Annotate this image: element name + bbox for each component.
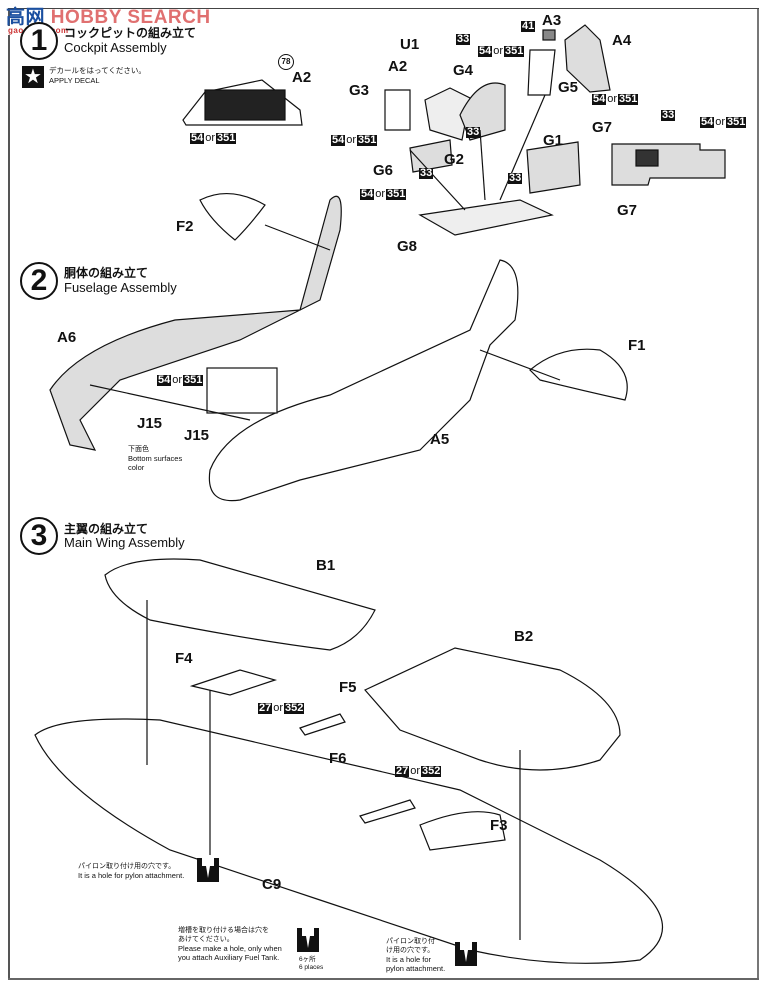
part-f4-flap bbox=[189, 669, 278, 696]
label-j15-b: J15 bbox=[184, 427, 210, 444]
part-g6-console bbox=[409, 139, 453, 173]
part-a3 bbox=[542, 29, 556, 41]
label-a5: A5 bbox=[430, 431, 450, 448]
part-a6-fuselage-half bbox=[49, 195, 342, 451]
label-j15-a: J15 bbox=[137, 415, 163, 432]
paint-callout-a3: 41 bbox=[521, 20, 536, 32]
part-f2-stabilizer bbox=[199, 192, 266, 241]
label-a2: A2 bbox=[388, 58, 408, 75]
g7-detail bbox=[611, 143, 726, 186]
watermark-brand: HOBBY SEARCH bbox=[50, 7, 211, 28]
paint-callout-g7-detail-33: 33 bbox=[661, 109, 676, 121]
part-g5-frame bbox=[527, 49, 556, 96]
part-f1-stabilizer bbox=[529, 348, 628, 401]
page-frame bbox=[8, 8, 759, 980]
label-f4: F4 bbox=[175, 650, 193, 667]
part-f6-flap bbox=[359, 799, 416, 824]
instrument-panel-decal bbox=[204, 89, 286, 121]
label-g6: G6 bbox=[373, 162, 394, 179]
drill-hole-icon bbox=[197, 858, 219, 882]
label-g2: G2 bbox=[444, 151, 465, 168]
part-b1-wing-upper bbox=[104, 558, 376, 651]
label-g3: G3 bbox=[349, 82, 370, 99]
step-3-title-en: Main Wing Assembly bbox=[64, 535, 185, 550]
step-3-title-jp: 主翼の組み立て bbox=[64, 522, 149, 536]
label-f2: F2 bbox=[176, 218, 194, 235]
lower-wing bbox=[34, 718, 664, 964]
label-g1: G1 bbox=[543, 132, 564, 149]
label-g7: G7 bbox=[592, 119, 613, 136]
step-1-title-jp: コックピットの組み立て bbox=[64, 26, 197, 40]
part-a4-bulkhead bbox=[564, 24, 611, 93]
label-a6: A6 bbox=[57, 329, 77, 346]
part-b2-wing-upper bbox=[364, 647, 621, 771]
decal-note: デカールをはってください。 APPLY DECAL bbox=[49, 66, 146, 86]
label-b2: B2 bbox=[514, 628, 534, 645]
label-b1: B1 bbox=[316, 557, 336, 574]
part-f5-flap bbox=[299, 713, 346, 736]
paint-callout-g6-top: 33 bbox=[466, 126, 481, 138]
label-g5: G5 bbox=[558, 79, 579, 96]
part-g4-seat bbox=[459, 82, 506, 141]
label-u1: U1 bbox=[400, 36, 420, 53]
fuel-tank-hole-note: 増槽を取り付ける場合は穴を あけてください。 Please make a hol… bbox=[178, 926, 282, 962]
step-1-number: 1 bbox=[20, 22, 58, 60]
drill-hole-icon bbox=[297, 928, 319, 952]
top-rule bbox=[8, 8, 759, 9]
bottom-color-note-en1: Bottom surfaces bbox=[128, 453, 183, 463]
decal-note-en: APPLY DECAL bbox=[49, 75, 100, 85]
star-icon: ★ bbox=[22, 66, 44, 88]
label-g4: G4 bbox=[453, 62, 474, 79]
bottom-color-note-en2: color bbox=[128, 463, 145, 473]
label-f3: F3 bbox=[490, 817, 508, 834]
label-g7-detail: G7 bbox=[617, 202, 638, 219]
label-c9: C9 bbox=[262, 876, 282, 893]
paint-callout-g6-bottom: 33 bbox=[419, 167, 434, 179]
step-2-title-jp: 胴体の組み立て bbox=[64, 266, 149, 280]
step-3-number: 3 bbox=[20, 517, 58, 555]
pylon-hole-note-right: パイロン取り付 け用の穴です。 It is a hole for pylon a… bbox=[386, 937, 446, 973]
paint-callout-u1: 33 bbox=[456, 33, 471, 45]
label-g8: G8 bbox=[397, 238, 418, 255]
cockpit-tub bbox=[206, 367, 278, 414]
step-2-title-en: Fuselage Assembly bbox=[64, 280, 177, 295]
pylon-hole-note-left: パイロン取り付け用の穴です。 It is a hole for pylon at… bbox=[78, 862, 185, 880]
bottom-color-note: 下面色 Bottom surfaces color bbox=[128, 445, 182, 473]
bottom-color-note-jp: 下面色 bbox=[128, 445, 149, 453]
step-1-title-en: Cockpit Assembly bbox=[64, 40, 167, 55]
paint-callout-g1: 33 bbox=[508, 172, 523, 184]
label-a2-panel: A2 bbox=[292, 69, 312, 86]
label-f6: F6 bbox=[329, 750, 347, 767]
part-g8-floor bbox=[418, 199, 554, 236]
six-places-note: 6ヶ所 6 places bbox=[299, 956, 324, 971]
step-2-number: 2 bbox=[20, 262, 58, 300]
decal-number-ref: 78 bbox=[278, 54, 294, 70]
part-a5-fuselage bbox=[208, 259, 519, 502]
label-a4: A4 bbox=[612, 32, 632, 49]
part-g7-sidewall bbox=[526, 141, 581, 194]
part-f3-flap bbox=[419, 811, 506, 851]
drill-hole-icon bbox=[455, 942, 477, 966]
label-f1: F1 bbox=[628, 337, 646, 354]
decal-note-jp: デカールをはってください。 bbox=[49, 66, 146, 75]
label-a3: A3 bbox=[542, 12, 562, 29]
part-g3-rudder-pedals bbox=[384, 89, 411, 131]
bottom-rule bbox=[8, 978, 759, 980]
label-f5: F5 bbox=[339, 679, 357, 696]
